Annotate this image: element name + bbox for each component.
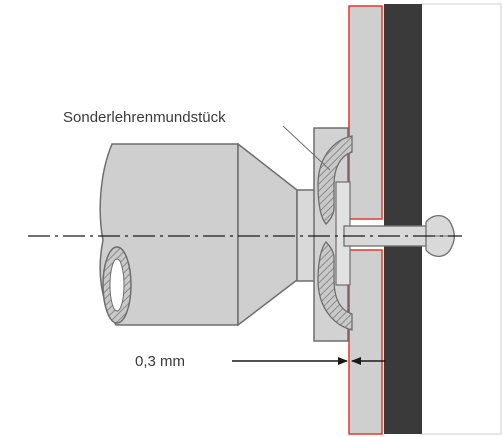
- nozzle-section-upper: [317, 135, 353, 225]
- shank-cut-hole: [109, 258, 125, 312]
- shank-taper: [237, 142, 298, 327]
- dimension-label: 0,3 mm: [135, 353, 185, 370]
- nozzle-section-lower: [317, 241, 353, 331]
- part-label: Sonderlehrenmundstück: [63, 109, 226, 126]
- sheet-upper: [348, 5, 383, 220]
- dark-sheet: [384, 4, 422, 434]
- sheet-lower: [348, 249, 383, 435]
- part-leader-line: [282, 125, 331, 171]
